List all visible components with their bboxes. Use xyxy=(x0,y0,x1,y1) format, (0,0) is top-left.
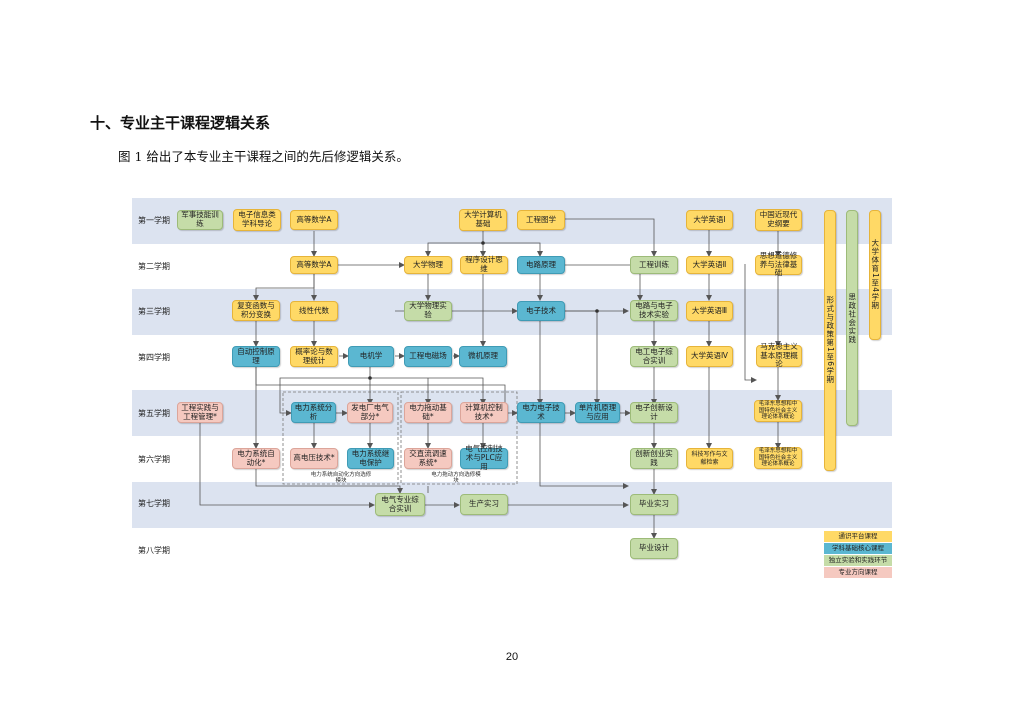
semester-label-3: 第三学期 xyxy=(138,307,170,316)
course-eng-training: 工程训练 xyxy=(630,256,678,274)
module-caption-drive: 电力拖动方向选修模块 xyxy=(431,472,481,485)
course-pe: 大学体育1至4学期 xyxy=(869,210,881,340)
course-relay-protection: 电力系统继电保护 xyxy=(347,448,394,469)
course-innov-practice: 创新创业实践 xyxy=(630,448,678,469)
course-mao-theory-1: 毛泽东思想和中国特色社会主义理论体系概论 xyxy=(754,400,802,422)
course-military: 军事技能训练 xyxy=(177,210,223,230)
course-electronics: 电子技术 xyxy=(517,301,565,321)
course-power-electronics: 电力电子技术 xyxy=(517,402,565,423)
course-production: 生产实习 xyxy=(460,494,508,515)
course-prob-stats: 概率论与数理统计 xyxy=(290,346,338,367)
semester-label-1: 第一学期 xyxy=(138,216,170,225)
semester-label-5: 第五学期 xyxy=(138,409,170,418)
course-situation-policy: 形式与政策第1至6学期 xyxy=(824,210,836,471)
module-caption-power: 电力系统自动化方向选修模块 xyxy=(310,472,372,485)
course-social-practice: 思政社会实践 xyxy=(846,210,858,426)
course-hv-tech: 高电压技术* xyxy=(290,448,338,469)
course-sci-writing: 科技写作与文献检索 xyxy=(686,448,733,469)
course-computer-control: 计算机控制技术* xyxy=(460,402,508,423)
semester-label-7: 第七学期 xyxy=(138,499,170,508)
course-microcomputer: 微机原理 xyxy=(459,346,507,367)
course-modern-history: 中国近现代史纲要 xyxy=(755,209,802,231)
semester-label-6: 第六学期 xyxy=(138,455,170,464)
course-cs-basics: 大学计算机基础 xyxy=(459,209,507,231)
intro-text: 图 1 给出了本专业主干课程之间的先后修逻辑关系。 xyxy=(118,149,409,164)
course-circuit-lab: 电路与电子技术实验 xyxy=(630,300,678,321)
section-title: 十、专业主干课程逻辑关系 xyxy=(90,114,271,132)
course-ee-lab: 电工电子综合实训 xyxy=(630,346,678,367)
course-comprehensive-training: 电气专业综合实训 xyxy=(375,493,425,516)
course-physics-lab: 大学物理实验 xyxy=(404,301,452,321)
course-english1: 大学英语Ⅰ xyxy=(686,210,733,230)
course-eng-drawing: 工程图学 xyxy=(517,210,565,230)
connector-lines xyxy=(199,218,781,539)
course-innov-design: 电子创新设计 xyxy=(630,402,678,423)
course-math-a1: 高等数学A xyxy=(290,210,338,230)
course-math-a2: 高等数学A xyxy=(290,256,338,274)
semester-label-4: 第四学期 xyxy=(138,353,170,362)
course-ps-analysis: 电力系统分析 xyxy=(291,402,336,423)
course-english3: 大学英语Ⅲ xyxy=(686,301,733,321)
course-mao-theory-2: 毛泽东思想和中国特色社会主义理论体系概论 xyxy=(754,447,802,469)
course-linear-alg: 线性代数 xyxy=(290,301,338,321)
course-ethics-law: 思想道德修养与法律基础 xyxy=(755,251,802,277)
course-ee-intro: 电子信息类学科导论 xyxy=(233,209,281,231)
course-plant-electrical: 发电厂电气部分* xyxy=(347,402,393,423)
course-english4: 大学英语Ⅳ xyxy=(686,346,733,367)
course-plc: 电气控制技术与PLC应用 xyxy=(460,444,508,471)
course-mcu: 单片机原理与应用 xyxy=(575,402,620,423)
course-motors: 电机学 xyxy=(348,346,394,367)
course-circuit: 电路原理 xyxy=(517,256,565,274)
page-number: 20 xyxy=(505,651,519,663)
course-programming: 程序设计思维 xyxy=(460,255,508,274)
course-eng-practice: 工程实践与工程管理* xyxy=(177,402,223,423)
course-grad-design: 毕业设计 xyxy=(630,538,678,559)
course-auto-control: 自动控制原理 xyxy=(232,346,280,367)
course-physics: 大学物理 xyxy=(404,256,452,274)
legend-direction: 专业方向课程 xyxy=(824,567,892,578)
module-boxes xyxy=(282,391,518,485)
course-ps-automation: 电力系统自动化* xyxy=(232,448,280,469)
course-english2: 大学英语Ⅱ xyxy=(686,256,733,274)
legend-practice: 独立实验和实践环节 xyxy=(824,555,892,566)
semester-label-2: 第二学期 xyxy=(138,262,170,271)
legend-general: 通识平台课程 xyxy=(824,531,892,542)
course-grad-intern: 毕业实习 xyxy=(630,494,678,515)
legend-core: 学科基础核心课程 xyxy=(824,543,892,554)
course-ac-speed: 交直流调速系统* xyxy=(404,448,452,469)
course-marxism: 马克思主义基本原理概论 xyxy=(756,342,802,368)
course-complex-func: 复变函数与积分变换 xyxy=(232,300,280,321)
course-em-fields: 工程电磁场 xyxy=(404,346,452,367)
module-box-drive xyxy=(400,391,518,485)
course-power-drive: 电力拖动基础* xyxy=(404,402,452,423)
module-box-power xyxy=(282,391,399,485)
semester-label-8: 第八学期 xyxy=(138,546,170,555)
